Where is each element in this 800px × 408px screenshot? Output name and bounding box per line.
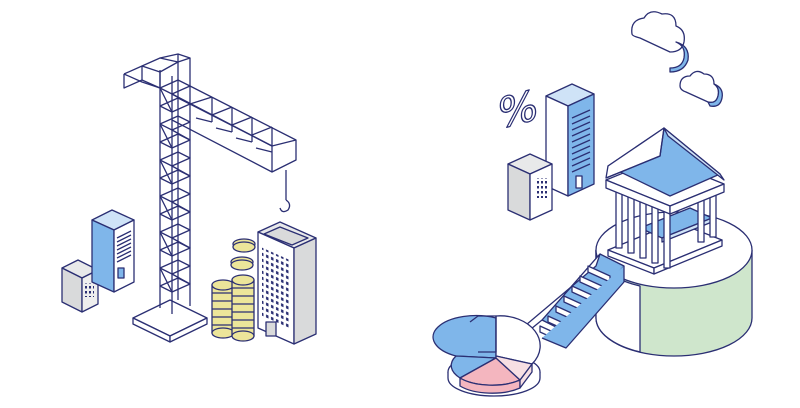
finance-scene: %: [432, 11, 753, 397]
crane-hook: [279, 170, 291, 213]
office-building-icon: [91, 209, 135, 293]
staircase-icon: [519, 253, 625, 349]
percent-icon: %: [497, 80, 538, 140]
percent-sign: %: [498, 80, 538, 139]
office-building-icon: [257, 221, 317, 345]
bank-building-icon: [605, 127, 725, 275]
crane-base: [132, 299, 208, 343]
construction-crane-icon: [123, 53, 297, 314]
cloud-icon: [631, 11, 689, 73]
office-building-icon: [545, 83, 595, 197]
coin-stack-icon: [211, 238, 256, 342]
office-building-icon: [61, 259, 99, 313]
construction-scene: [61, 53, 317, 345]
office-building-icon: [507, 153, 553, 221]
pie-chart-icon: [432, 314, 541, 397]
cloud-icon: [679, 70, 723, 107]
